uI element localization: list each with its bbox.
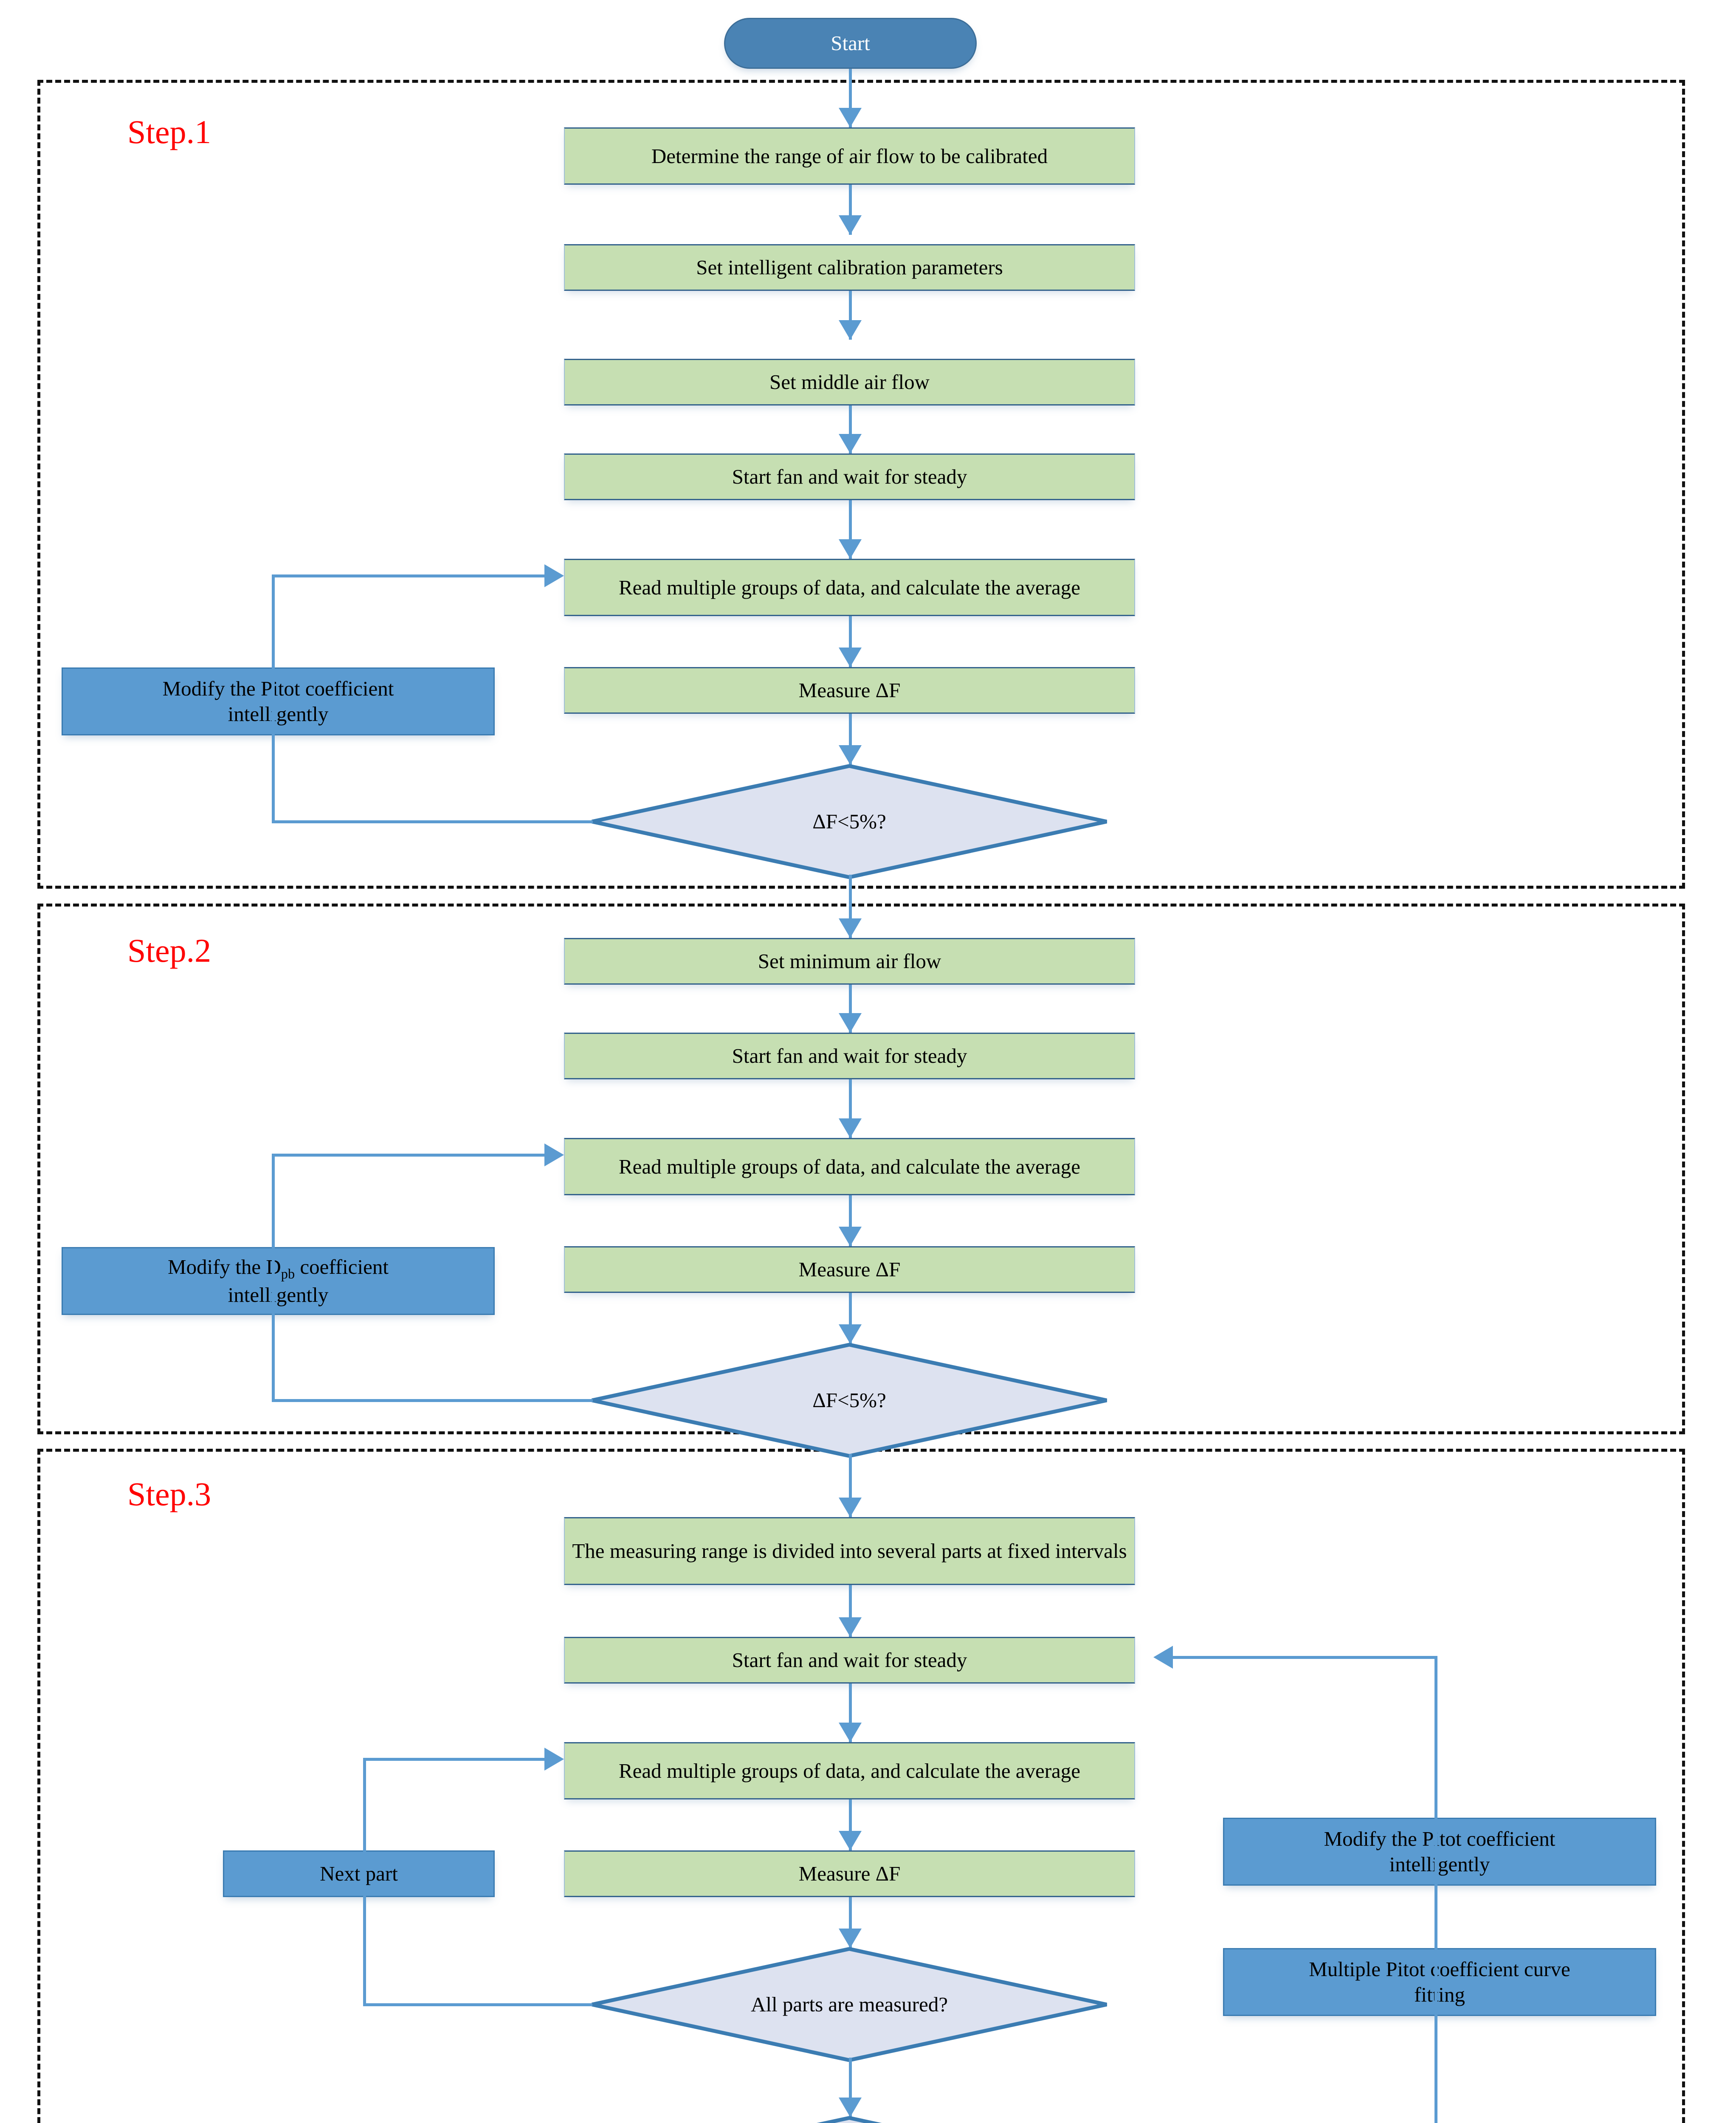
node-determine-range[interactable]: Determine the range of air flow to be ca… — [564, 127, 1135, 185]
node-start-fan-step1[interactable]: Start fan and wait for steady — [564, 453, 1135, 500]
connector-loop-step1-bottom — [272, 820, 593, 823]
node-modify-dpb-step2[interactable]: Modify the Dpb coefficient intelligently — [62, 1247, 495, 1315]
connector-loop-step2-left — [272, 1154, 275, 1402]
connector-divide-to-startfan-step3 — [849, 1585, 852, 1637]
modify-dpb-middle: coefficient — [295, 1255, 389, 1278]
connector-step1-to-step2 — [849, 875, 852, 940]
connector-minflow-to-startfan-step2 — [849, 985, 852, 1033]
node-modify-pitot-step1[interactable]: Modify the Pitot coefficient intelligent… — [62, 667, 495, 735]
arrow-measure-to-decision-step2 — [839, 1324, 862, 1344]
connector-setparams-to-middleflow — [849, 291, 852, 340]
arrow-start-to-determine — [839, 108, 862, 127]
modify-pitot-step3-line2: intelligently — [1389, 1853, 1490, 1876]
arrow-decisionparts-to-decisionalldf — [839, 2098, 862, 2117]
arrow-step2-to-step3 — [839, 1498, 862, 1517]
connector-measure-to-decisionparts-step3 — [849, 1897, 852, 1948]
modify-pitot-step1-line2: intelligently — [228, 702, 329, 726]
node-set-calibration-parameters[interactable]: Set intelligent calibration parameters — [564, 244, 1135, 291]
connector-nextpart-vertical — [363, 1758, 366, 2006]
connector-read-to-measure-step2 — [849, 1195, 852, 1246]
node-curve-fitting[interactable]: Multiple Pitot coefficient curve fitting — [1223, 1948, 1656, 2016]
connector-step2-to-step3 — [849, 1454, 852, 1520]
modify-dpb-step2-line1: Modify the Dpb coefficient — [168, 1254, 389, 1282]
node-read-data-step2[interactable]: Read multiple groups of data, and calcul… — [564, 1138, 1135, 1195]
decision-df-step2-label: ΔF<5%? — [812, 1388, 886, 1412]
connector-loop-step1-top — [272, 574, 546, 577]
connector-measure-to-decision-step1 — [849, 714, 852, 765]
node-read-data-step1[interactable]: Read multiple groups of data, and calcul… — [564, 559, 1135, 616]
arrow-loop-step1-into-read — [544, 564, 564, 587]
connector-read-to-measure-step3 — [849, 1799, 852, 1850]
arrow-measure-to-decision-step1 — [839, 745, 862, 765]
connector-startfan-to-read-step2 — [849, 1079, 852, 1138]
modify-dpb-prefix: Modify the D — [168, 1255, 281, 1278]
node-measure-df-step2[interactable]: Measure ΔF — [564, 1246, 1135, 1293]
connector-nextpart-bottom — [363, 2003, 592, 2006]
arrow-nextpart-into-read — [544, 1748, 564, 1771]
arrow-read-to-measure-step3 — [839, 1831, 862, 1850]
arrow-divide-to-startfan-step3 — [839, 1617, 862, 1637]
diamond-shape-icon — [817, 2116, 882, 2123]
arrow-read-to-measure-step2 — [839, 1227, 862, 1246]
node-set-middle-air-flow[interactable]: Set middle air flow — [564, 359, 1135, 405]
modify-pitot-step3-line1: Modify the Pitot coefficient — [1324, 1827, 1556, 1851]
arrow-determine-to-setparams — [839, 215, 862, 235]
connector-rightloop-vertical — [1434, 1656, 1437, 2123]
connector-middleflow-to-startfan — [849, 405, 852, 453]
connector-loop-step1-left — [272, 574, 275, 823]
arrow-startfan-to-read-step1 — [839, 539, 862, 559]
connector-loop-step2-bottom — [272, 1399, 593, 1402]
connector-decisionparts-to-decisionalldf — [849, 2058, 852, 2117]
decision-all-parts-label: All parts are measured? — [751, 1993, 948, 2016]
start-terminator[interactable]: Start — [724, 18, 977, 69]
arrow-rightloop-into-startfan — [1153, 1646, 1173, 1669]
node-start-fan-step3[interactable]: Start fan and wait for steady — [564, 1637, 1135, 1684]
node-divide-measuring-range[interactable]: The measuring range is divided into seve… — [564, 1517, 1135, 1585]
connector-startfan-to-read-step3 — [849, 1684, 852, 1742]
modify-dpb-step2-line2: intelligently — [228, 1283, 329, 1307]
connector-measure-to-decision-step2 — [849, 1293, 852, 1344]
connector-determine-to-setparams — [849, 185, 852, 235]
node-read-data-step3[interactable]: Read multiple groups of data, and calcul… — [564, 1742, 1135, 1799]
modify-dpb-subscript: pb — [281, 1266, 295, 1281]
decision-df-step1-label: ΔF<5%? — [812, 810, 886, 833]
arrow-startfan-to-read-step3 — [839, 1723, 862, 1742]
connector-nextpart-top — [363, 1758, 546, 1761]
arrow-startfan-to-read-step2 — [839, 1118, 862, 1138]
node-measure-df-step3[interactable]: Measure ΔF — [564, 1850, 1135, 1897]
node-measure-df-step1[interactable]: Measure ΔF — [564, 667, 1135, 714]
step-1-label: Step.1 — [127, 113, 211, 150]
step-3-label: Step.3 — [127, 1475, 211, 1512]
arrow-measure-to-decisionparts-step3 — [839, 1929, 862, 1948]
modify-pitot-step1-line1: Modify the Pitot coefficient — [162, 677, 394, 701]
connector-loop-step2-top — [272, 1154, 546, 1157]
curve-fitting-line2: fitting — [1414, 1983, 1465, 2006]
connector-startfan-to-read-step1 — [849, 500, 852, 559]
arrow-setparams-to-middleflow — [839, 320, 862, 340]
decision-df-step1[interactable]: ΔF<5%? — [590, 764, 1108, 879]
step-2-label: Step.2 — [127, 932, 211, 969]
node-next-part[interactable]: Next part — [223, 1850, 495, 1897]
node-modify-pitot-step3[interactable]: Modify the Pitot coefficient intelligent… — [1223, 1818, 1656, 1886]
decision-all-parts-measured[interactable]: All parts are measured? — [590, 1947, 1108, 2062]
arrow-minflow-to-startfan-step2 — [839, 1013, 862, 1033]
curve-fitting-line1: Multiple Pitot coefficient curve — [1309, 1957, 1570, 1981]
arrow-read-to-measure-step1 — [839, 648, 862, 667]
node-set-minimum-air-flow[interactable]: Set minimum air flow — [564, 938, 1135, 985]
connector-start-to-determine — [849, 69, 852, 127]
node-start-fan-step2[interactable]: Start fan and wait for steady — [564, 1033, 1135, 1079]
step-1-frame — [37, 80, 1685, 889]
arrow-step1-to-step2 — [839, 918, 862, 938]
connector-rightloop-top — [1172, 1656, 1437, 1659]
decision-all-df[interactable]: All ΔF<5%? — [590, 2116, 1108, 2123]
arrow-middleflow-to-startfan — [839, 434, 862, 453]
arrow-loop-step2-into-read — [544, 1143, 564, 1166]
connector-read-to-measure-step1 — [849, 616, 852, 667]
decision-df-step2[interactable]: ΔF<5%? — [590, 1343, 1108, 1458]
